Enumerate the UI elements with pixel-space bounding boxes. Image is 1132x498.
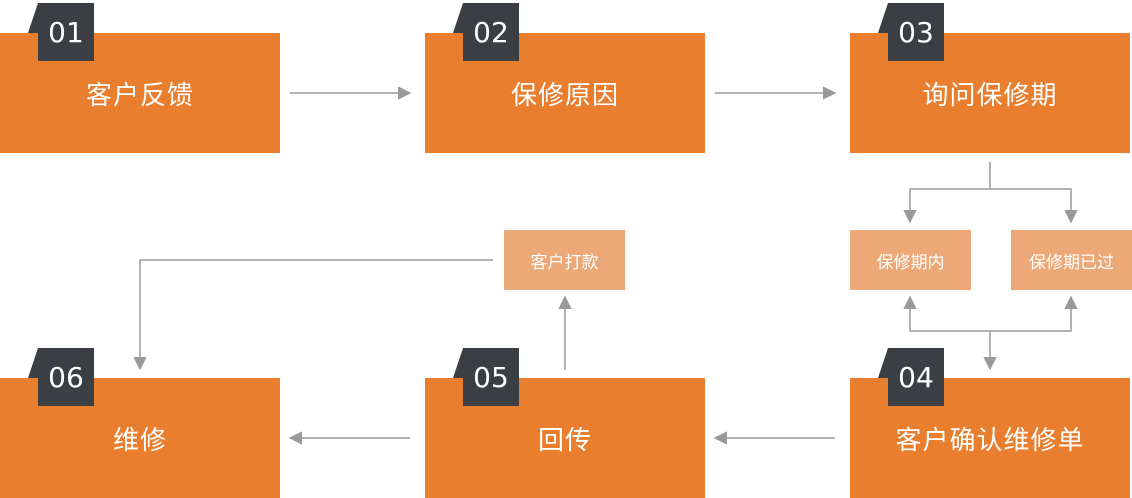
step-03-box: 询问保修期	[850, 33, 1130, 153]
step-02-number-tab: 02	[453, 3, 519, 61]
step-03: 询问保修期 03	[850, 3, 1130, 153]
branch-in-warranty-label: 保修期内	[876, 252, 945, 273]
step-04-label: 客户确认维修单	[895, 425, 1085, 456]
step-02-label: 保修原因	[510, 80, 619, 111]
step-04-number-tab: 04	[878, 348, 944, 406]
step-01: 客户反馈 01	[0, 3, 280, 153]
step-05-label: 回传	[537, 425, 592, 456]
branch-in-warranty: 保修期内	[850, 230, 971, 290]
step-03-label: 询问保修期	[922, 80, 1058, 111]
step-01-number: 01	[48, 15, 84, 49]
customer-payment-label: 客户打款	[530, 252, 599, 273]
step-05-number-tab: 05	[453, 348, 519, 406]
step-06: 维修 06	[0, 348, 280, 498]
arrow-03-to-in-warranty	[903, 162, 991, 224]
arrow-payment-to-06	[133, 259, 493, 371]
step-02-number: 02	[473, 15, 509, 49]
arrow-in-warranty-bracket	[903, 295, 1078, 332]
customer-payment: 客户打款	[504, 230, 625, 290]
step-05-number: 05	[473, 360, 509, 394]
step-03-number-tab: 03	[878, 3, 944, 61]
step-04-number: 04	[898, 360, 934, 394]
step-05: 回传 05	[425, 348, 705, 498]
step-04: 客户确认维修单 04	[850, 348, 1130, 498]
step-02: 保修原因 02	[425, 3, 705, 153]
step-06-number: 06	[48, 360, 84, 394]
step-06-label: 维修	[112, 425, 167, 456]
branch-out-of-warranty: 保修期已过	[1011, 230, 1132, 290]
step-03-number: 03	[898, 15, 934, 49]
branch-out-of-warranty-label: 保修期已过	[1029, 252, 1114, 273]
step-06-number-tab: 06	[28, 348, 94, 406]
step-01-number-tab: 01	[28, 3, 94, 61]
arrow-03-to-out-of-warranty	[990, 188, 1078, 224]
step-05-box: 回传	[425, 378, 705, 498]
step-01-label: 客户反馈	[85, 80, 194, 111]
